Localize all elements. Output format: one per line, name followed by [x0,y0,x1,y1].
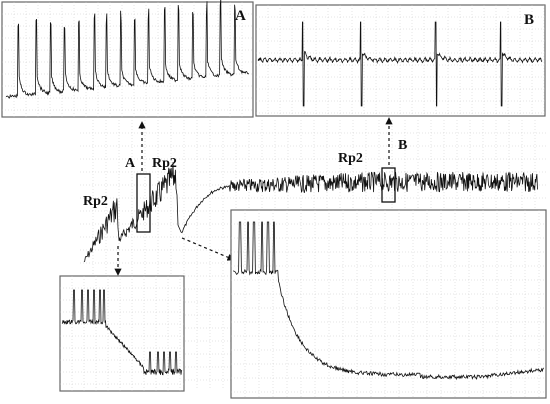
rp2-label-center: Rp2 [152,156,177,171]
panel-b-tag: B [524,12,534,28]
rp2-label-left: Rp2 [83,194,108,209]
inset-panel-bottom-left [59,275,185,392]
trace-marker-a: A [125,156,136,171]
selection-box-a [136,173,151,233]
panel-a-tag: A [235,8,246,24]
main-recording-trace [83,162,538,263]
trace-marker-b: B [398,138,407,153]
arrow-to-bottom-right-inset [181,237,235,261]
rp2-label-right: Rp2 [338,151,363,166]
selection-box-b [381,167,396,203]
inset-panel-a: A [1,0,254,118]
inset-panel-b: B [255,4,546,117]
inset-panel-bottom-right [230,209,547,399]
